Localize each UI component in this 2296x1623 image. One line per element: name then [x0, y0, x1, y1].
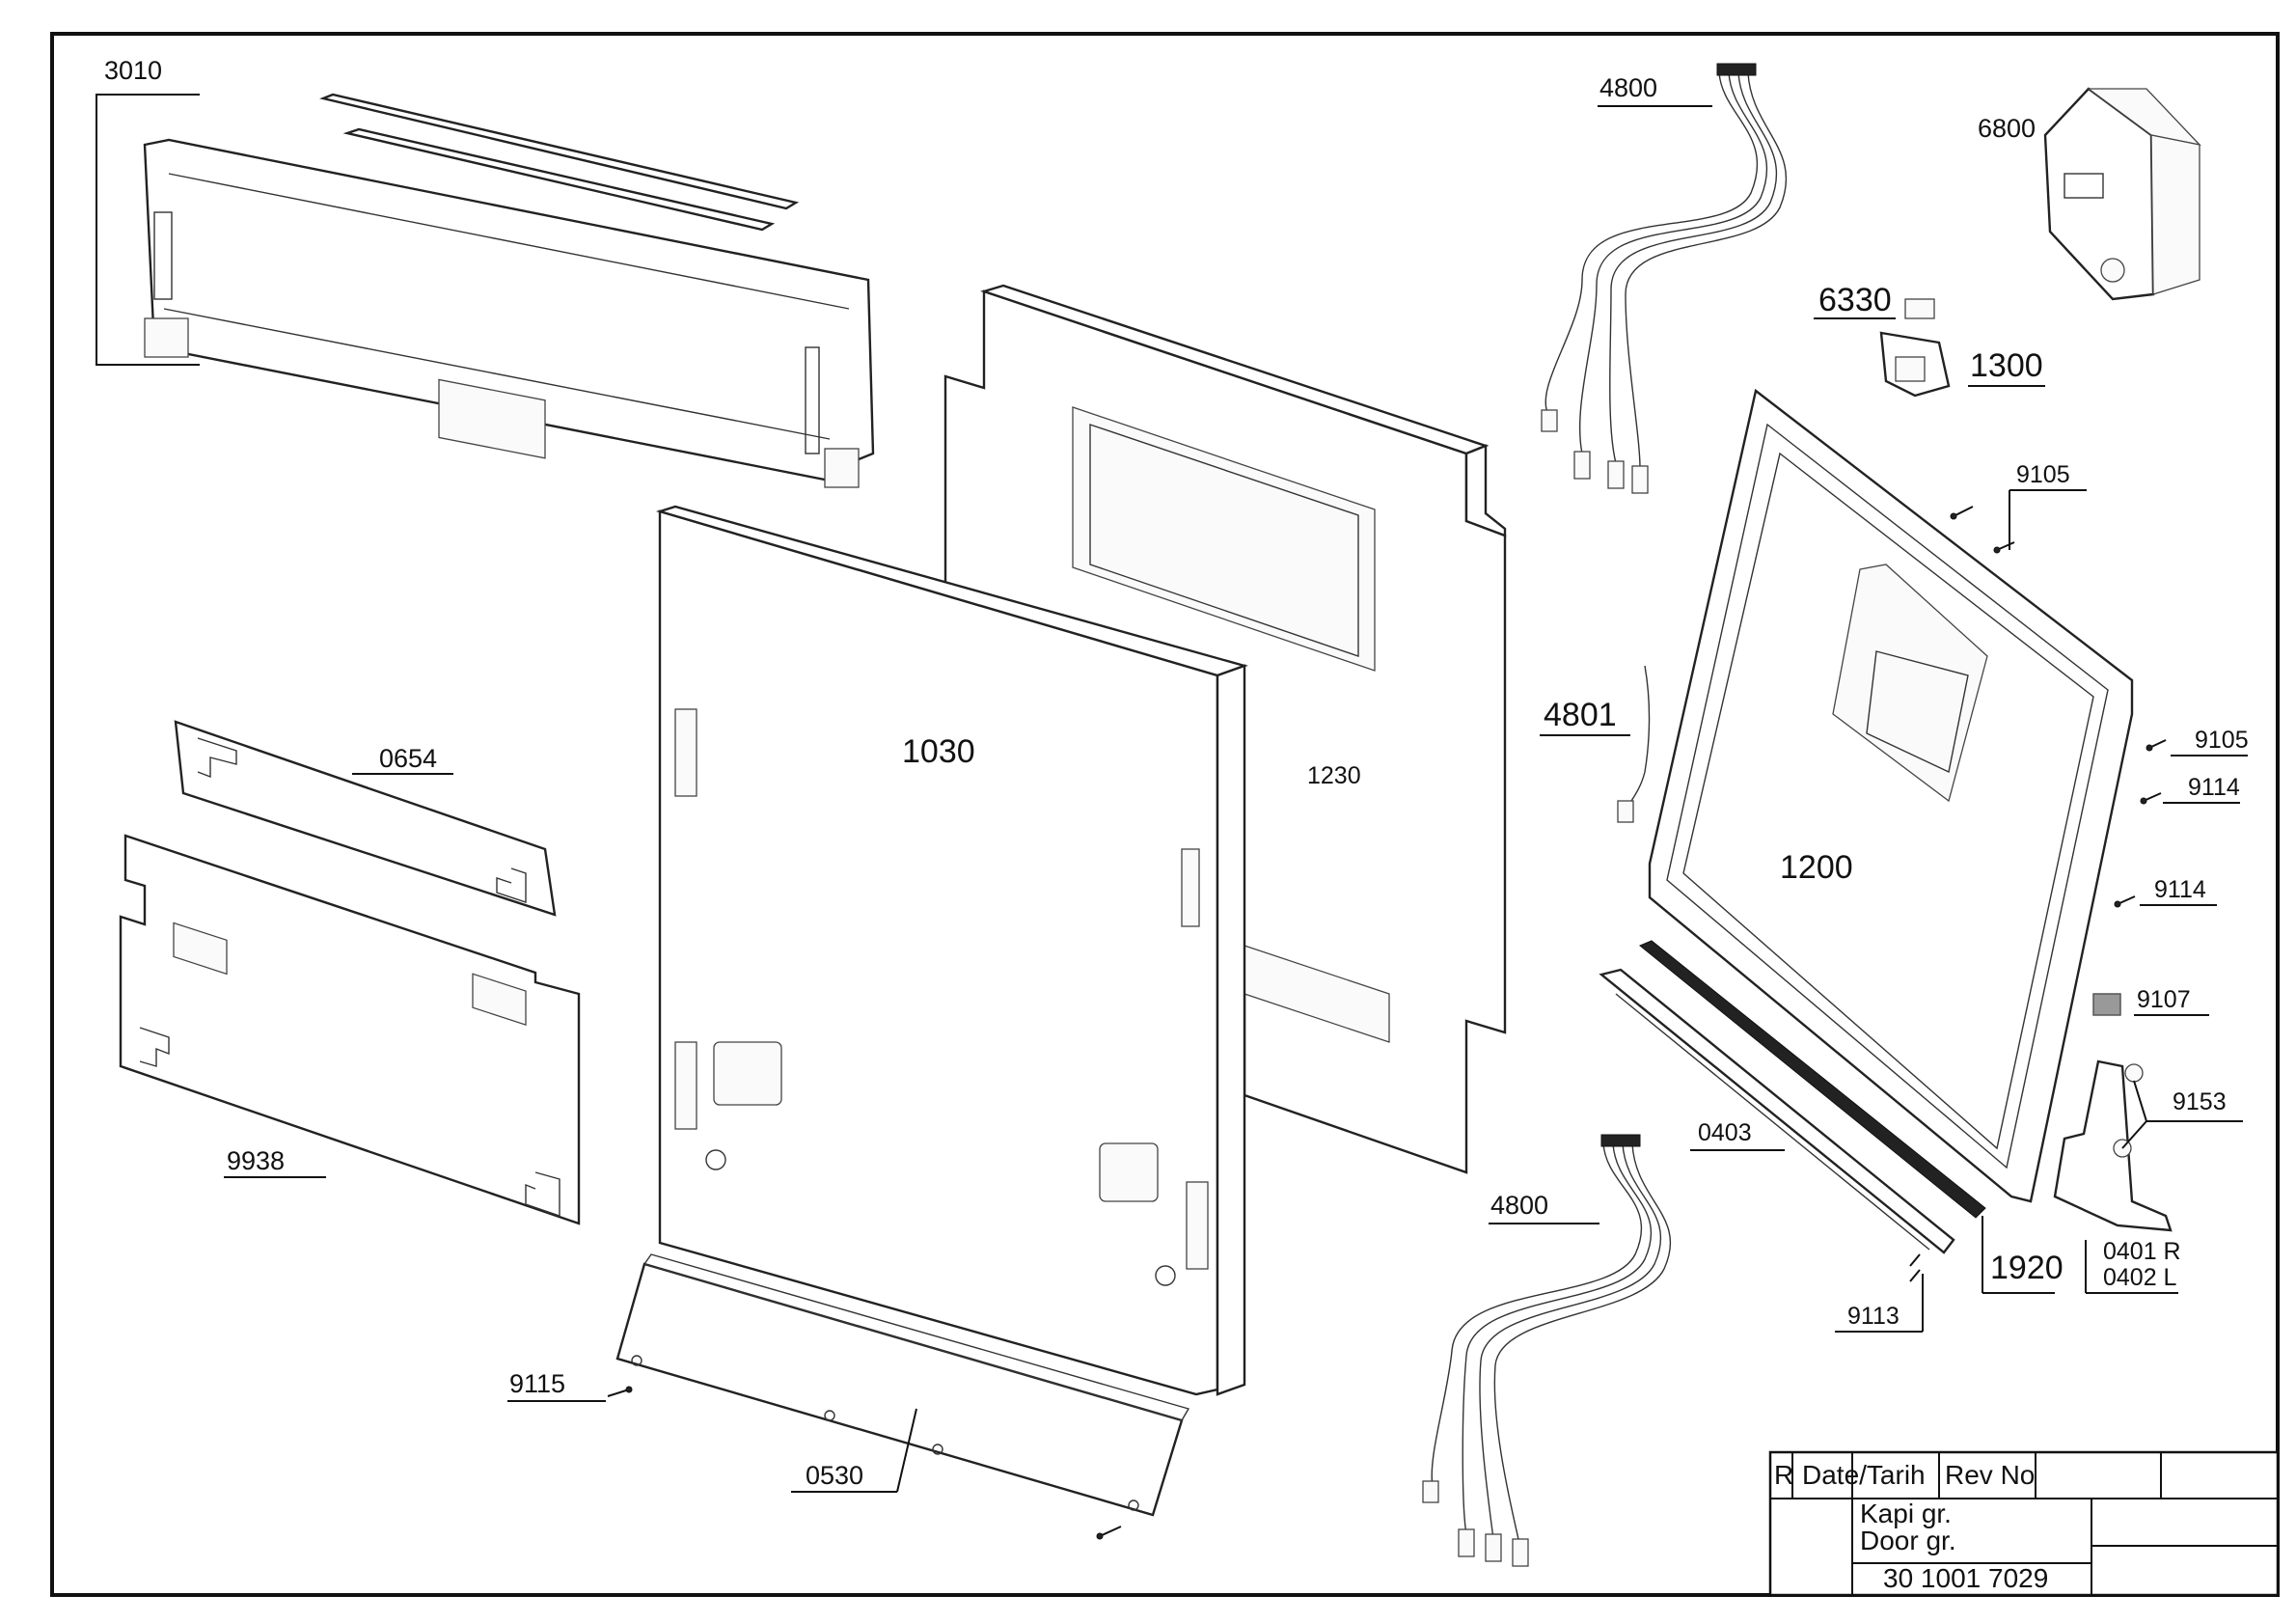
label-0654: 0654: [379, 744, 437, 773]
part-1200-inner-door: 1200: [1648, 388, 2134, 1203]
part-0654-decor-strip: 0654: [174, 720, 557, 917]
label-4800-top: 4800: [1599, 73, 1657, 102]
title-kapi: Kapi gr.: [1860, 1499, 1952, 1528]
label-3010: 3010: [104, 56, 162, 85]
label-0401: 0401 R: [2103, 1238, 2181, 1265]
part-9105-screw-right: 9105: [2146, 727, 2249, 756]
label-9115: 9115: [509, 1369, 565, 1398]
part-6800-door-lock: 6800: [1978, 87, 2201, 301]
label-9107: 9107: [2137, 986, 2191, 1013]
label-6330: 6330: [1818, 282, 1892, 318]
part-9938-decor-panel: 9938: [119, 834, 581, 1225]
title-col-r: R: [1774, 1460, 1793, 1490]
label-9153: 9153: [2173, 1088, 2227, 1115]
part-9107-clip: 9107: [2092, 986, 2209, 1016]
part-4800-harness-bottom: 4800: [1422, 1134, 1672, 1567]
part-1920-gasket: 1920: [1639, 940, 2064, 1294]
label-0530: 0530: [806, 1461, 863, 1490]
part-1030-outer-panel: 1030: [655, 505, 1248, 1396]
part-9114-screw-b: 9114: [2114, 876, 2217, 908]
label-6800: 6800: [1978, 114, 2036, 143]
part-6330-switch: 6330: [1814, 282, 1935, 319]
label-9938: 9938: [227, 1146, 285, 1175]
part-9153-screws: 9153: [2121, 1080, 2243, 1149]
part-0401-0402-hinge: 0401 R 0402 L: [2053, 1059, 2181, 1294]
label-0402: 0402 L: [2103, 1264, 2177, 1291]
label-1230: 1230: [1307, 762, 1361, 789]
label-1300: 1300: [1970, 347, 2043, 384]
label-9113: 9113: [1847, 1303, 1900, 1330]
part-9105-screws-top: 9105: [1950, 461, 2087, 554]
document-number: 30 1001 7029: [1883, 1563, 2048, 1593]
label-9114-a: 9114: [2188, 774, 2240, 801]
label-9105-right: 9105: [2195, 727, 2249, 754]
label-4800-bottom: 4800: [1490, 1191, 1548, 1220]
title-col-date: Date/Tarih: [1802, 1460, 1926, 1490]
drawing-frame: [50, 32, 2280, 1597]
title-block: R Date/Tarih Rev No Kapi gr. Door gr. 30…: [1768, 1450, 2280, 1597]
label-1920: 1920: [1990, 1250, 2064, 1286]
part-4801-cable: 4801: [1540, 665, 1651, 823]
part-0403-rail: 0403: [1599, 968, 1955, 1254]
part-3010-control-panel: 3010: [96, 56, 875, 488]
part-4800-harness-top: 4800: [1541, 63, 1788, 494]
label-1200: 1200: [1780, 849, 1853, 886]
part-1300-switch-holder: 1300: [1879, 331, 2045, 398]
label-1030: 1030: [902, 733, 975, 770]
title-col-revno: Rev No: [1945, 1460, 2035, 1490]
title-door: Door gr.: [1860, 1526, 1956, 1555]
label-0403: 0403: [1698, 1119, 1752, 1146]
part-0530-bottom-plate: 0530: [615, 1253, 1190, 1517]
part-9115-screw: 9115: [507, 1369, 1122, 1540]
label-9114-b: 9114: [2154, 876, 2206, 903]
label-9105-top: 9105: [2016, 461, 2070, 488]
part-9113-screw: 9113: [1835, 1253, 1924, 1333]
part-9114-screw-a: 9114: [2140, 774, 2240, 805]
label-4801: 4801: [1544, 697, 1617, 733]
